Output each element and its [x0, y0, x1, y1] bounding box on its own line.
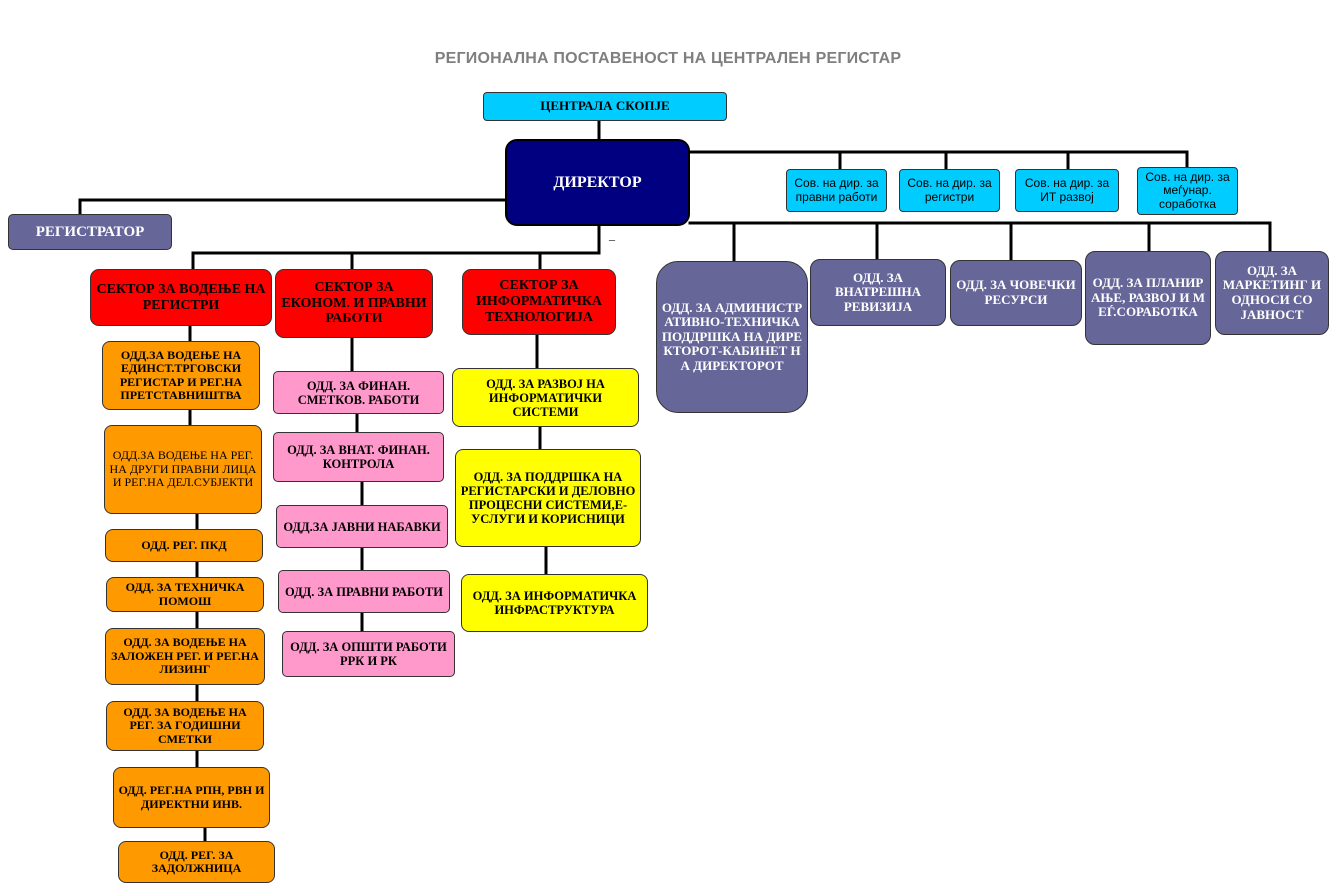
director-unit-marketing-box: ОДД. ЗА МАРКЕТИНГ И ОДНОСИ СО ЈАВНОСТ [1215, 251, 1329, 335]
stray-mark: _ [609, 228, 615, 242]
advisor-registers-box: Сов. на дир. за регистри [899, 169, 1000, 212]
registrar-box: РЕГИСТРАТОР [8, 214, 172, 250]
dept-is-development: ОДД. ЗА РАЗВОЈ НА ИНФОРМАТИЧКИ СИСТЕМИ [452, 368, 639, 427]
dept-rpn-rvn-investments: ОДД. РЕГ.НА РПН, РВН И ДИРЕКТНИ ИНВ. [113, 767, 270, 828]
director-box: ДИРЕКТОР [505, 139, 690, 226]
dept-public-procurement: ОДД.ЗА ЈАВНИ НАБАВКИ [276, 505, 448, 548]
dept-pledge-leasing-register: ОДД. ЗА ВОДЕЊЕ НА ЗАЛОЖЕН РЕГ. И РЕГ.НА … [105, 628, 265, 685]
sector-registers-box: СЕКТОР ЗА ВОДЕЊЕ НА РЕГИСТРИ [90, 269, 272, 326]
director-unit-administrative-box: ОДД. ЗА АДМИНИСТРАТИВНО-ТЕХНИЧКА ПОДДРШК… [656, 261, 808, 413]
dept-general-affairs: ОДД. ЗА ОПШТИ РАБОТИ РРК И РК [282, 631, 455, 677]
advisor-legal-box: Сов. на дир. за правни работи [786, 169, 887, 212]
dept-annual-accounts-register: ОДД. ЗА ВОДЕЊЕ НА РЕГ. ЗА ГОДИШНИ СМЕТКИ [106, 701, 264, 751]
advisor-international-box: Сов. на дир. за меѓунар. соработка [1137, 167, 1238, 215]
dept-legal-affairs: ОДД. ЗА ПРАВНИ РАБОТИ [278, 570, 450, 613]
advisor-it-box: Сов. на дир. за ИТ развој [1015, 169, 1119, 212]
dept-technical-help: ОДД. ЗА ТЕХНИЧКА ПОМОШ [106, 577, 264, 612]
dept-financial-accounting: ОДД. ЗА ФИНАН. СМЕТКОВ. РАБОТИ [273, 371, 444, 414]
dept-other-legal-entities: ОДД.ЗА ВОДЕЊЕ НА РЕГ. НА ДРУГИ ПРАВНИ ЛИ… [104, 425, 262, 514]
page-title: РЕГИОНАЛНА ПОСТАВЕНОСТ НА ЦЕНТРАЛЕН РЕГИ… [434, 50, 902, 67]
director-unit-audit-box: ОДД. ЗА ВНАТРЕШНА РЕВИЗИЈА [810, 259, 946, 326]
sector-it-box: СЕКТОР ЗА ИНФОРМАТИЧКА ТЕХНОЛОГИЈА [462, 269, 616, 335]
dept-pkd-register: ОДД. РЕГ. ПКД [105, 529, 263, 562]
dept-registry-systems-support: ОДД. ЗА ПОДДРШКА НА РЕГИСТАРСКИ И ДЕЛОВН… [455, 449, 641, 547]
dept-unified-trade-register: ОДД.ЗА ВОДЕЊЕ НА ЕДИНСТ.ТРГОВСКИ РЕГИСТА… [102, 341, 260, 410]
director-unit-hr-box: ОДД. ЗА ЧОВЕЧКИ РЕСУРСИ [950, 260, 1082, 326]
dept-it-infrastructure: ОДД. ЗА ИНФОРМАТИЧКА ИНФРАСТРУКТУРА [461, 574, 648, 632]
sector-econ-legal-box: СЕКТОР ЗА ЕКОНОМ. И ПРАВНИ РАБОТИ [275, 269, 433, 338]
dept-internal-financial-control: ОДД. ЗА ВНАТ. ФИНАН. КОНТРОЛА [273, 432, 444, 482]
director-unit-planning-box: ОДД. ЗА ПЛАНИРАЊЕ, РАЗВОЈ И МЕЃ.СОРАБОТК… [1085, 251, 1211, 345]
head-office-box: ЦЕНТРАЛА СКОПЈЕ [483, 92, 727, 121]
dept-promissory-register: ОДД. РЕГ. ЗА ЗАДОЛЖНИЦА [118, 841, 275, 883]
